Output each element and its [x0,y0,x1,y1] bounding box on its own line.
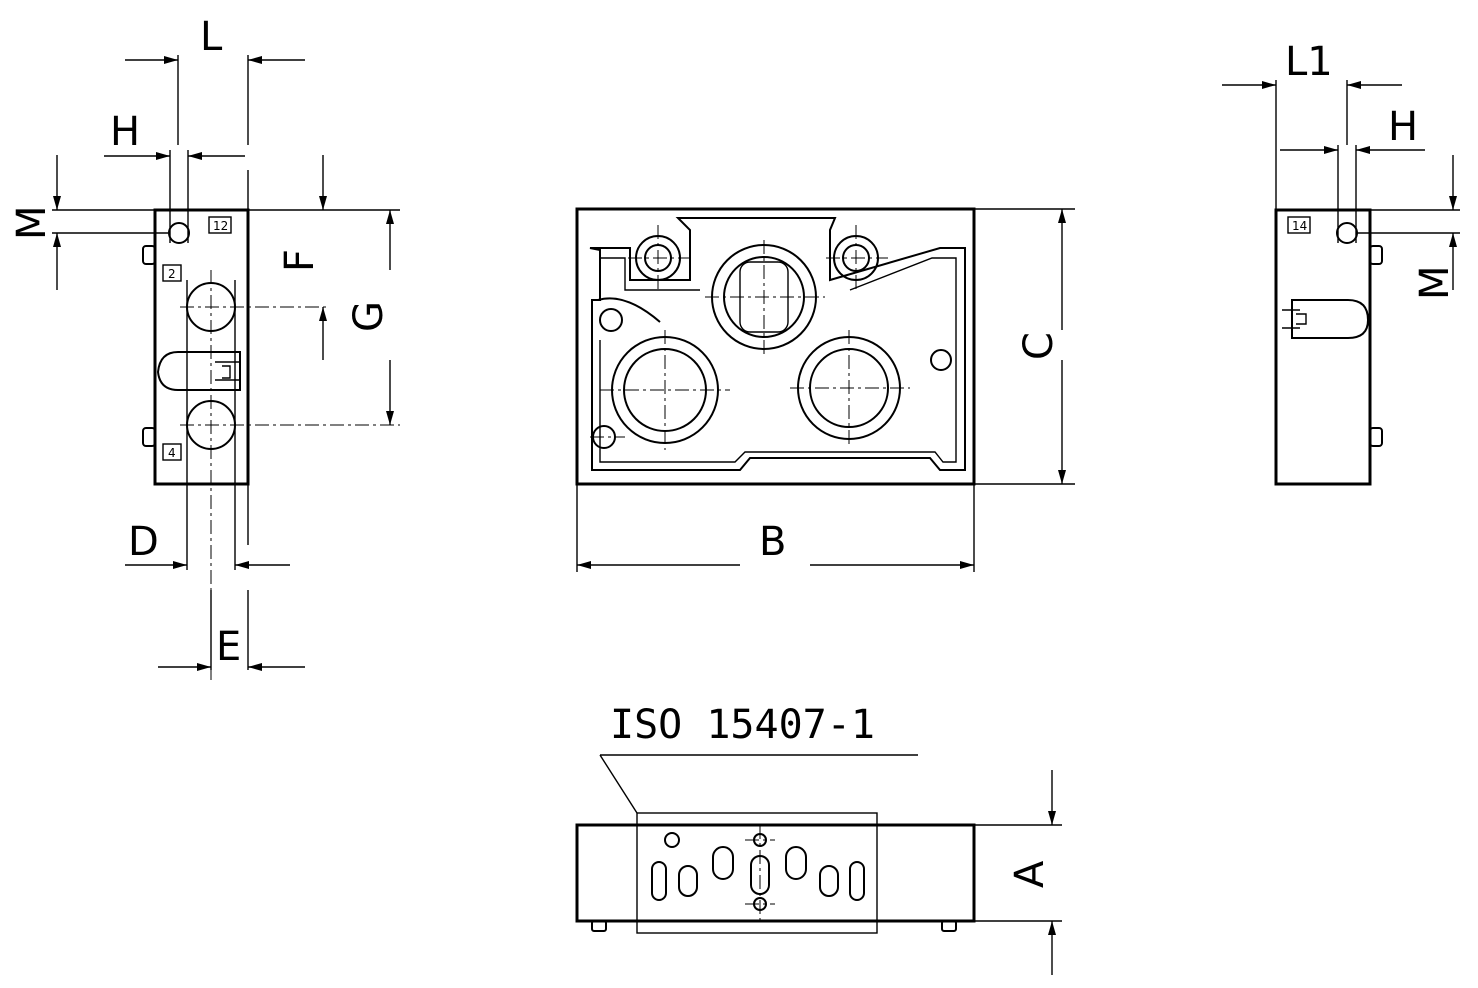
dim-label-B: B [759,519,786,565]
right-side-view: 14 L1 H M [1222,39,1460,486]
dim-label-M-right: M [1412,265,1458,300]
dim-label-A: A [1007,860,1053,888]
dim-label-H-right: H [1388,104,1418,150]
port-label-12: 12 [213,219,228,233]
dim-label-E: E [216,624,241,670]
port-label-4: 4 [168,446,176,460]
port-label-2: 2 [168,267,176,281]
port-label-14: 14 [1292,219,1307,233]
dim-label-F: F [277,249,323,272]
dim-label-C: C [1016,332,1062,360]
dim-label-M-left: M [9,205,55,240]
dim-label-H-left: H [110,109,140,155]
left-side-view: 12 2 4 L H M F G D [9,14,400,680]
iso-standard-label: ISO 15407-1 [610,702,875,748]
center-top-view: C B [575,207,1075,572]
dim-label-D: D [128,519,159,565]
bottom-front-view: ISO 15407-1 A [575,702,1062,975]
dim-label-G: G [346,301,392,332]
dim-label-L: L [200,14,223,60]
dim-label-L1: L1 [1285,39,1333,85]
